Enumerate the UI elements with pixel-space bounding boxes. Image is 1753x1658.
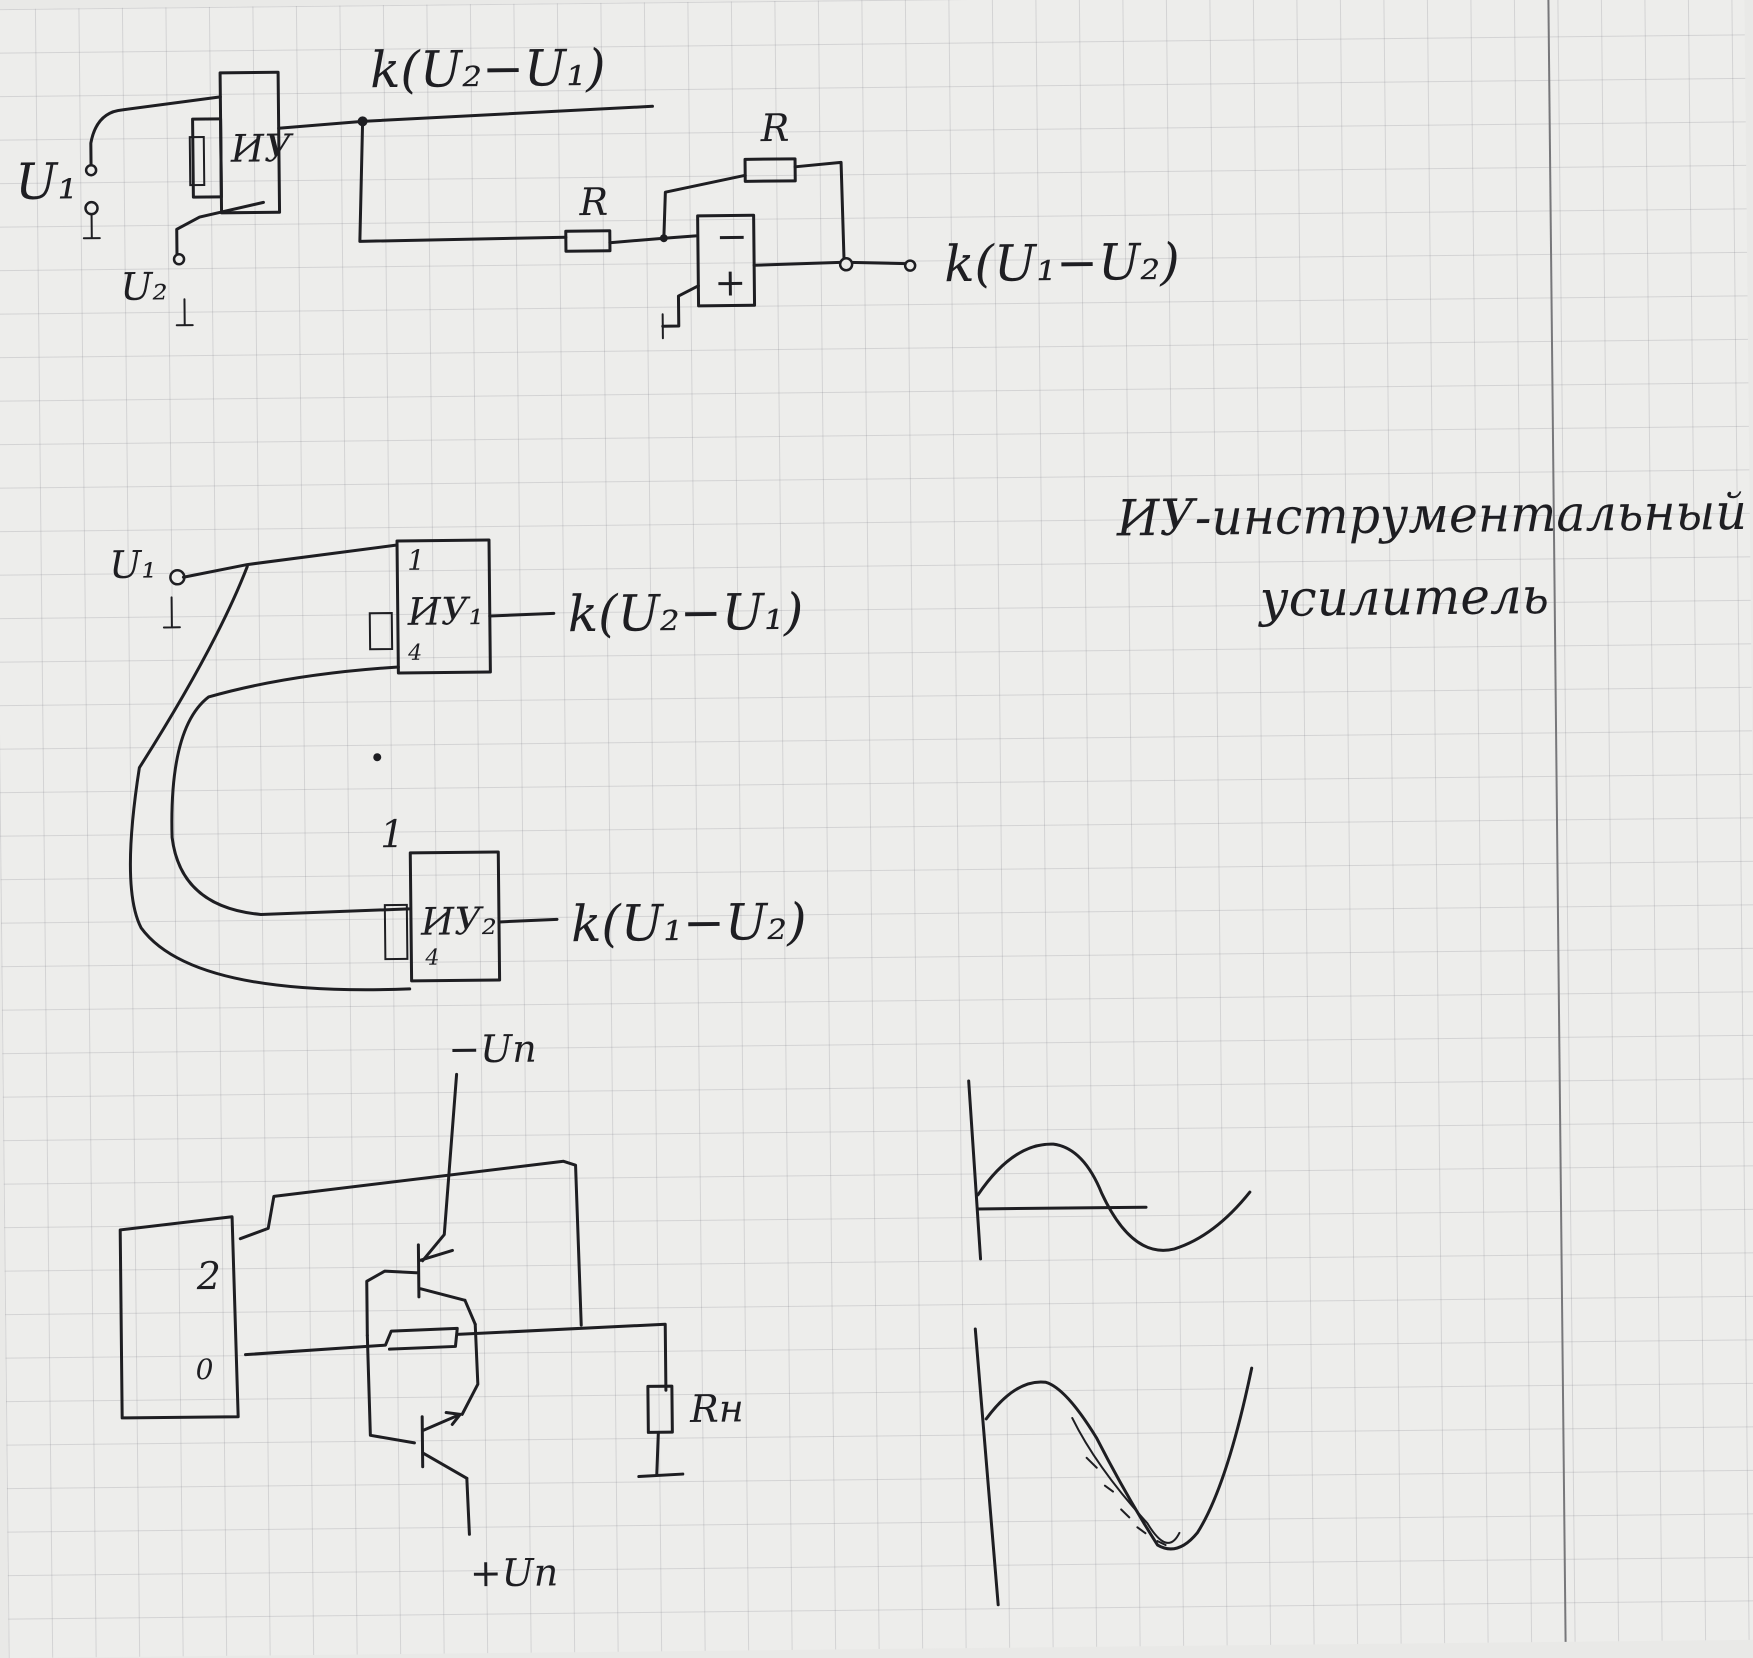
wire-iu1-out [490, 613, 554, 616]
diagram-1-subtractor: ИУ R R − + U₁ U₂ [14, 33, 1181, 345]
wire-opamp-ground [662, 286, 698, 326]
wire-r-to-opamp [610, 236, 696, 243]
wire-cross-a [127, 565, 409, 992]
graph-2-hatched-region [1072, 1417, 1179, 1546]
label-r-feedback: R [759, 106, 789, 150]
graph-2-axis-y [975, 1329, 998, 1605]
resistor-r-feedback [745, 159, 795, 182]
terminal-u2 [174, 254, 184, 264]
waveform-graphs [969, 1078, 1254, 1605]
graph-2-sine [986, 1368, 1254, 1551]
graph-1-axis-x [978, 1207, 1146, 1209]
iu2-gain-resistor [385, 905, 408, 959]
transistor-lower [422, 1414, 467, 1478]
wire-out-top [278, 106, 652, 128]
wire-cross-b [170, 667, 409, 915]
opamp-plus: + [714, 260, 746, 304]
graph-1-sine [977, 1142, 1250, 1252]
wire-to-load [457, 1324, 666, 1392]
wire-supply-pos [467, 1478, 470, 1534]
label-u2: U₂ [120, 264, 168, 308]
wire-load-ground [638, 1432, 682, 1476]
stray-dot [373, 753, 381, 761]
wire-source-signal [245, 1328, 457, 1354]
terminal-u1-upper [86, 165, 96, 175]
wire-to-inverter [359, 119, 566, 241]
label-r-input: R [578, 180, 608, 224]
label-u1: U₁ [15, 152, 78, 211]
source-pin-0: 0 [195, 1353, 213, 1386]
iu2-pin-bottom: 4 [424, 946, 439, 971]
wire-feedback-return [795, 162, 844, 262]
ground-u1-d2 [164, 597, 180, 627]
load-resistor [648, 1386, 672, 1432]
iu1-gain-resistor [370, 613, 392, 649]
wire-supply-neg [421, 1074, 459, 1260]
note-iu-definition: ИУ-инструментальный усилитель [1116, 483, 1748, 630]
note-line-1: ИУ-инструментальный [1116, 483, 1748, 548]
wire-iu2-out [499, 919, 557, 922]
iu1-pin-top: 1 [407, 544, 425, 577]
diagram-2-dual-iu: U₁ 1 ИУ₁ 4 k(U₂−U₁) 1 ИУ₂ 4 k(U₁−U₂) [109, 536, 807, 993]
wire-u1-top [90, 97, 221, 165]
resistor-r-input [566, 231, 610, 251]
iu-block-label: ИУ [230, 126, 295, 171]
label-out-iu1: k(U₂−U₁) [567, 583, 803, 643]
wire-upper-emitter [465, 1300, 475, 1324]
terminal-out-node [840, 258, 852, 270]
label-supply-neg: −Uп [448, 1027, 537, 1072]
label-out-bottom: k(U₁−U₂) [944, 233, 1180, 293]
source-box [120, 1217, 238, 1418]
label-load: Rн [689, 1386, 744, 1431]
transistor-upper [366, 1244, 465, 1335]
terminal-u1-lower [85, 202, 97, 214]
iu2-label: ИУ₂ [420, 899, 497, 944]
note-line-2: усилитель [1257, 567, 1549, 628]
wire-left-rail [367, 1335, 414, 1443]
iu1-pin-bottom: 4 [407, 641, 422, 666]
terminal-out-bottom [905, 261, 915, 271]
wire-out-bottom [754, 262, 906, 266]
ground-u1 [84, 214, 100, 238]
label-supply-pos: +Uп [470, 1550, 559, 1595]
wire-source-top [240, 1161, 582, 1329]
iu2-pin-top: 1 [380, 812, 405, 856]
wire-right-rail [461, 1324, 478, 1414]
ground-u2 [176, 299, 192, 325]
iu1-label: ИУ₁ [407, 589, 484, 634]
source-pin-2: 2 [195, 1254, 221, 1298]
label-out-iu2: k(U₁−U₂) [571, 893, 807, 953]
wire-u1-to-iu1 [183, 545, 397, 577]
label-out-top: k(U₂−U₁) [370, 39, 606, 99]
graph-1-axis-y [969, 1081, 981, 1259]
label-u1-d2: U₁ [109, 543, 157, 587]
opamp-minus: − [716, 214, 748, 258]
diagram-3-push-pull: −Uп +Uп 2 0 Rн [118, 1024, 746, 1598]
